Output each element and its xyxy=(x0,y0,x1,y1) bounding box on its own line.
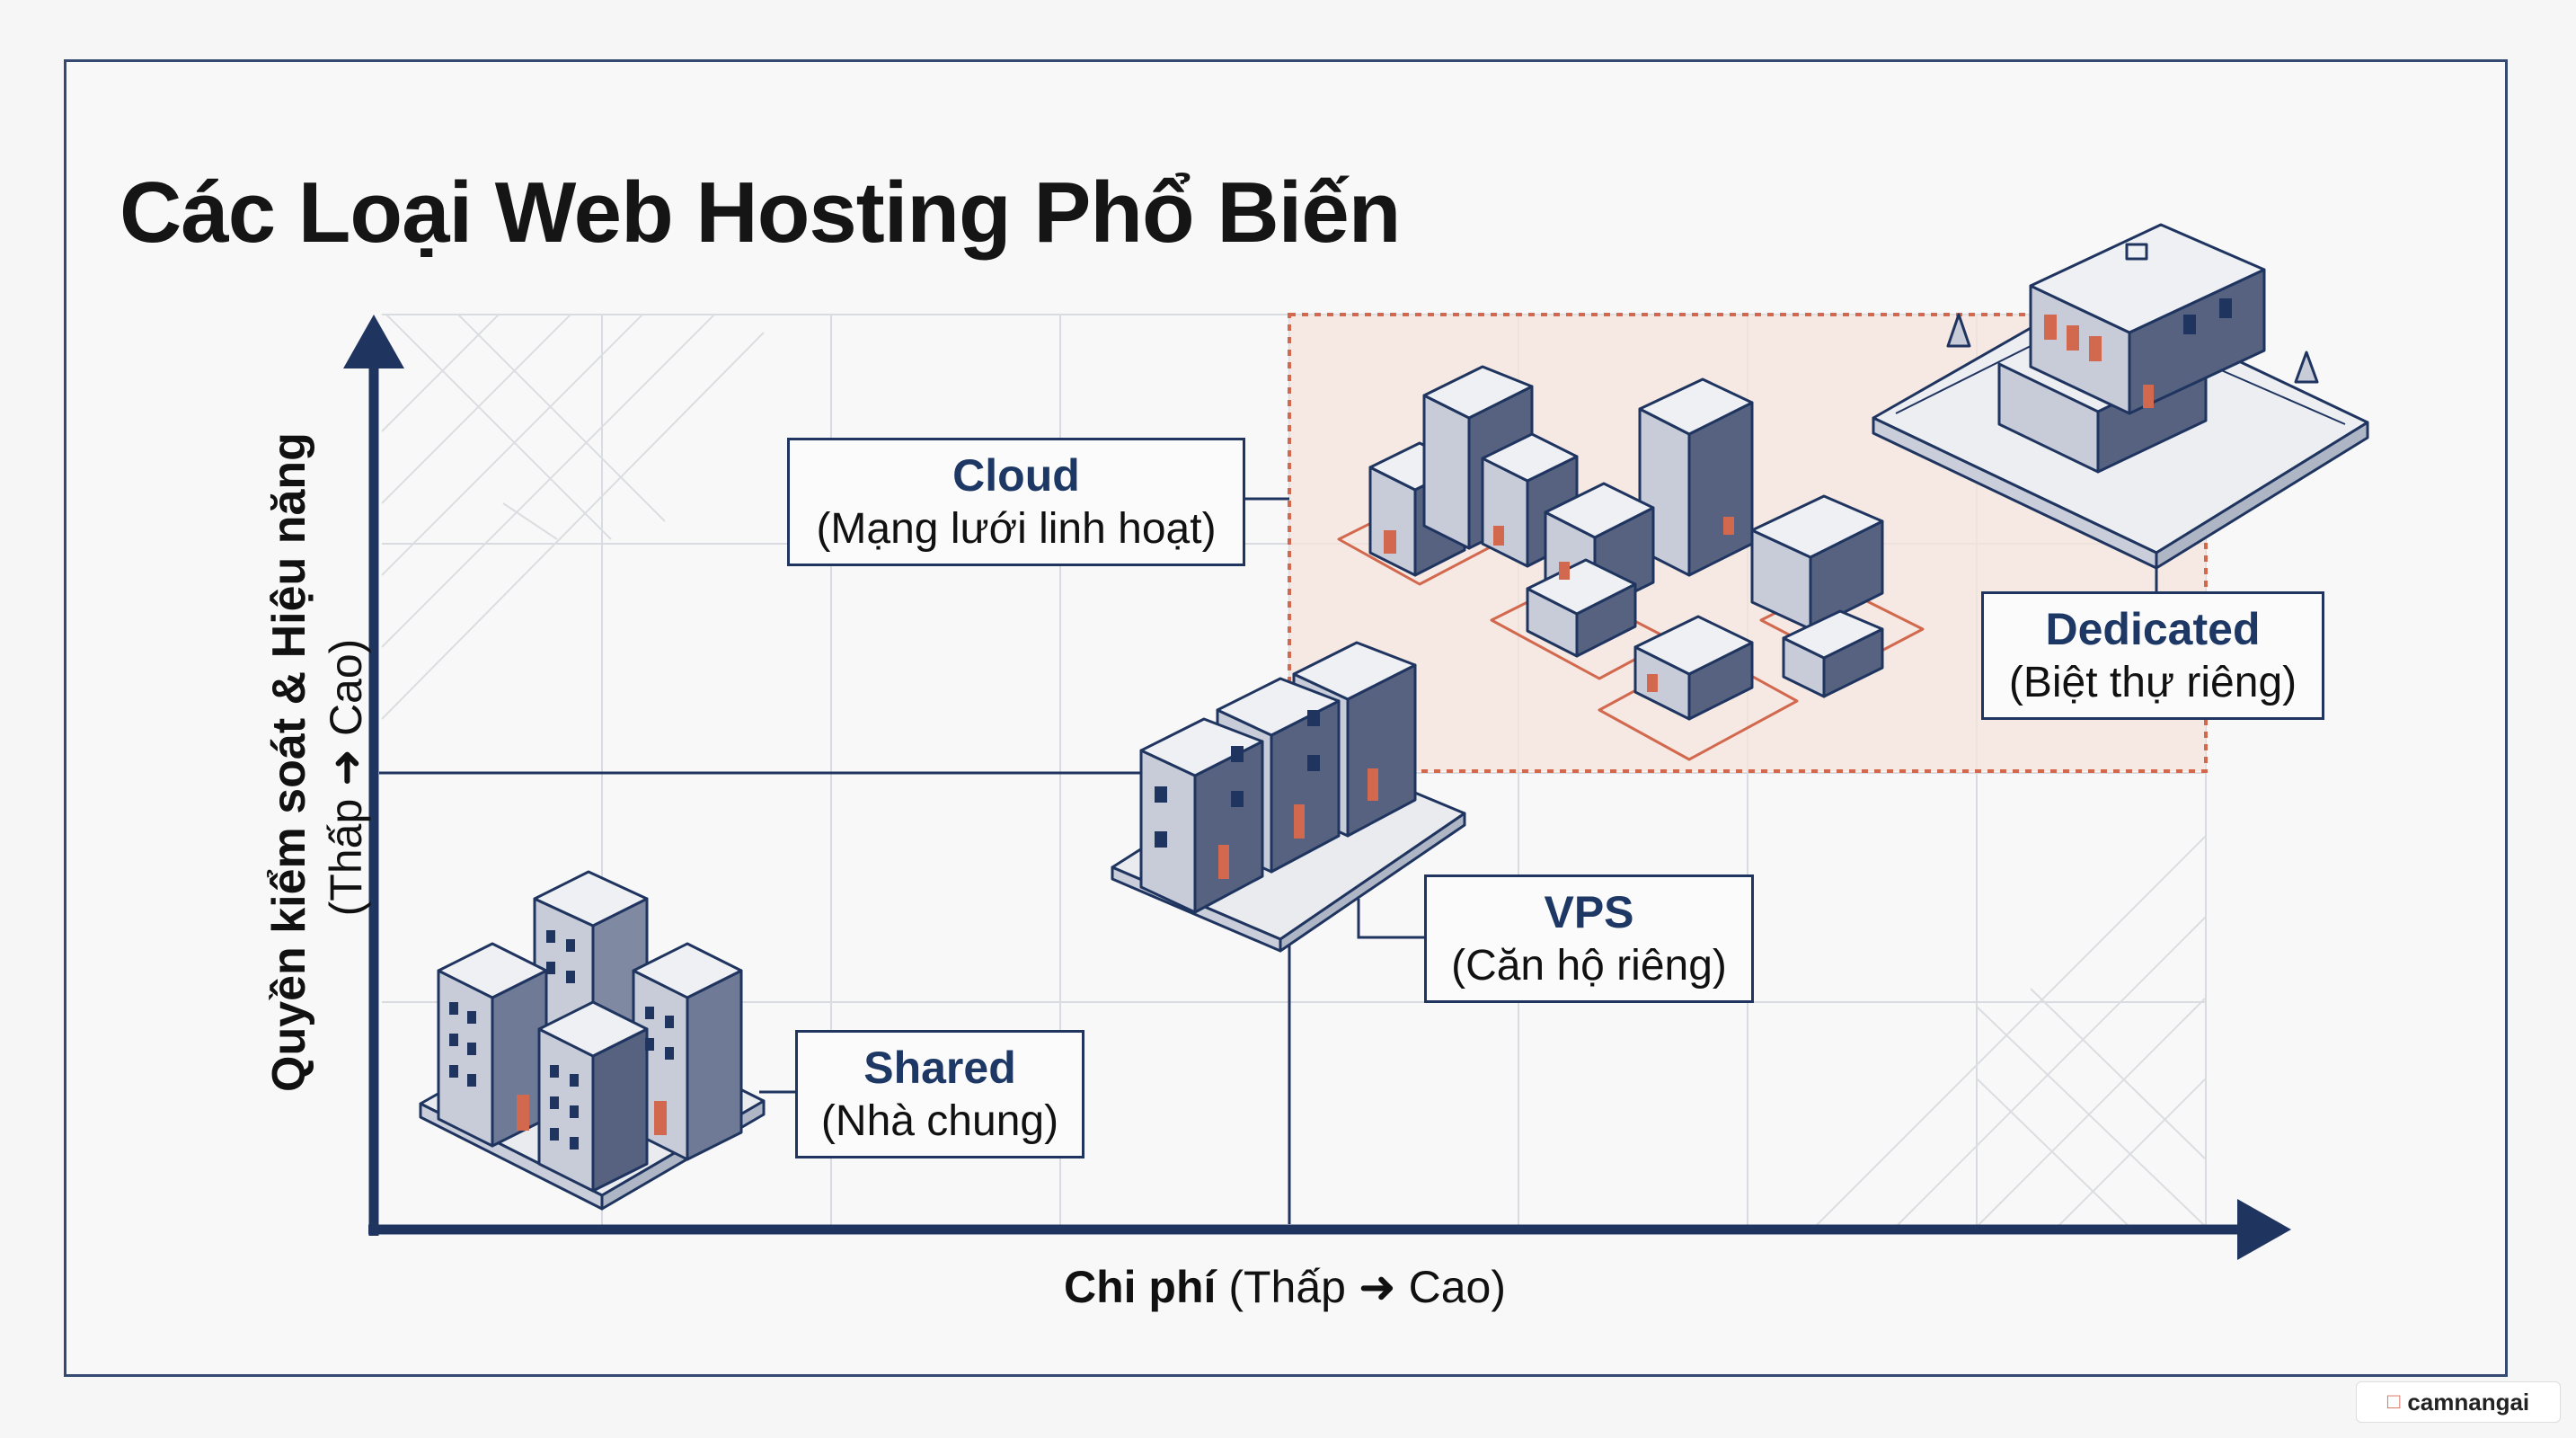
y-axis-title: Quyền kiểm soát & Hiệu năng (Thấp ➜ Cao) xyxy=(261,432,377,1092)
cloud-label: Cloud (Mạng lưới linh hoạt) xyxy=(787,438,1245,566)
cloud-building-icon xyxy=(1337,365,1925,761)
cloud-subtitle: (Mạng lưới linh hoạt) xyxy=(816,504,1217,553)
vps-subtitle: (Căn hộ riêng) xyxy=(1451,941,1727,990)
shared-title: Shared xyxy=(863,1042,1016,1093)
x-axis-title-main: Chi phí xyxy=(1064,1262,1217,1312)
axes xyxy=(343,315,2291,1260)
dedicated-label: Dedicated (Biệt thự riêng) xyxy=(1981,591,2324,720)
page-title: Các Loại Web Hosting Phổ Biến xyxy=(120,164,1401,262)
x-axis-title-range: (Thấp ➜ Cao) xyxy=(1228,1262,1506,1312)
vps-building-icon xyxy=(1111,641,1466,953)
dedicated-title: Dedicated xyxy=(2045,603,2261,654)
dedicated-building-icon xyxy=(1872,223,2369,570)
vps-title: VPS xyxy=(1544,886,1634,937)
shared-building-icon xyxy=(419,870,766,1211)
y-axis-title-range: (Thấp ➜ Cao) xyxy=(321,638,371,917)
x-axis-title: Chi phí (Thấp ➜ Cao) xyxy=(952,1261,1617,1313)
watermark-text: camnangai xyxy=(2407,1388,2530,1416)
decorative-hatch-bottom-right xyxy=(1814,835,2207,1228)
decorative-hatch-top-left xyxy=(381,314,765,720)
cloud-title: Cloud xyxy=(952,449,1080,501)
watermark-badge: □ camnangai xyxy=(2356,1381,2561,1423)
dedicated-subtitle: (Biệt thự riêng) xyxy=(2008,658,2297,706)
vps-label: VPS (Căn hộ riêng) xyxy=(1424,874,1754,1003)
shared-label: Shared (Nhà chung) xyxy=(795,1030,1084,1158)
book-icon: □ xyxy=(2386,1389,2401,1414)
shared-subtitle: (Nhà chung) xyxy=(820,1096,1059,1145)
y-axis-title-main: Quyền kiểm soát & Hiệu năng xyxy=(263,432,315,1092)
